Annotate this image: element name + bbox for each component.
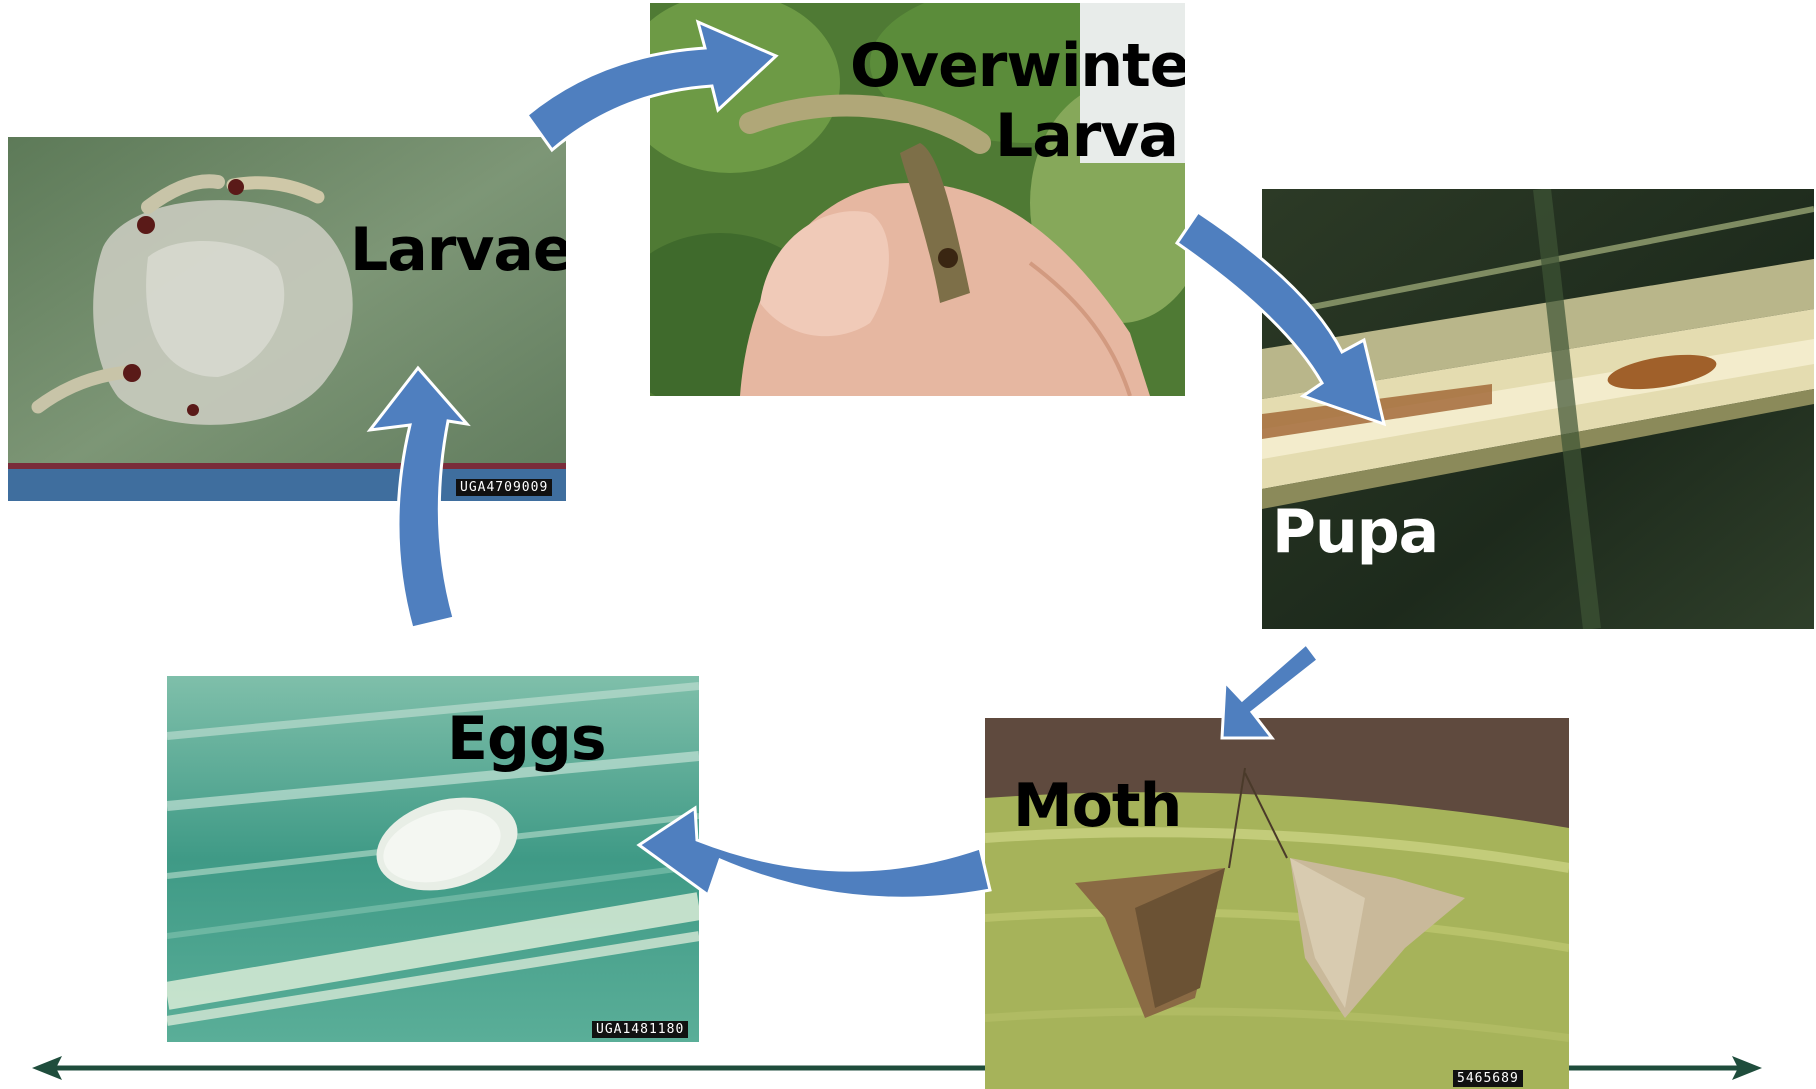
pupa-photo: Pupa xyxy=(1262,189,1814,629)
moth-label: Moth xyxy=(1013,773,1181,839)
pupa-label: Pupa xyxy=(1272,499,1438,565)
timeline-right-arrowhead-icon xyxy=(1732,1056,1762,1080)
timeline-left-arrowhead-icon xyxy=(32,1056,62,1080)
overwintering-label-line1: Overwintering xyxy=(850,33,1185,99)
eggs-image xyxy=(167,676,699,1042)
moth-photo-id: 5465689 xyxy=(1453,1070,1523,1087)
overwintering-label-line2: Larva xyxy=(995,103,1178,169)
larvae-label: Larvae xyxy=(350,217,566,283)
larvae-photo: Larvae UGA4709009 xyxy=(8,137,566,501)
eggs-photo-id: UGA1481180 xyxy=(592,1021,688,1038)
eggs-label: Eggs xyxy=(447,706,606,772)
overwintering-larva-photo: Overwintering Larva xyxy=(650,3,1185,396)
eggs-photo: Eggs UGA1481180 xyxy=(167,676,699,1042)
larvae-photo-id: UGA4709009 xyxy=(456,479,552,496)
larvae-image xyxy=(8,137,566,501)
moth-photo: Moth 5465689 xyxy=(985,718,1569,1089)
